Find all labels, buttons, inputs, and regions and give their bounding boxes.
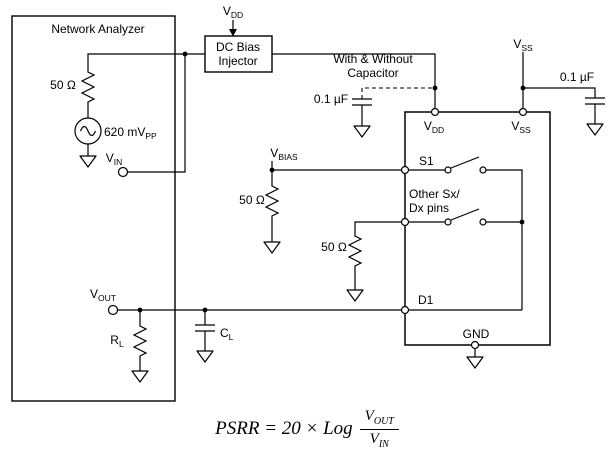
vss-supply-label: VSS: [513, 37, 533, 53]
junction-dots: [137, 51, 526, 313]
formula-lhs: PSRR = 20 × Log: [215, 418, 353, 439]
dut-gnd-pin-label: GND: [463, 327, 490, 341]
dut-vdd-pin-label: VDD: [424, 119, 444, 135]
dut-pin-d1: [400, 305, 410, 315]
dut-vss-pin-label: VSS: [511, 119, 531, 135]
ground-symbol: [196, 345, 214, 363]
vin-port: [117, 166, 129, 178]
resistor-otherpins-50ohm: [348, 231, 362, 273]
wire-optional-cap-dashed: [361, 87, 435, 99]
source-resistor-label: 50 Ω: [50, 78, 76, 92]
capacitor-cl: [194, 324, 216, 332]
ground-symbol: [346, 284, 364, 302]
dut-pin-gnd: [470, 340, 480, 350]
dc-bias-injector-box: [204, 35, 273, 73]
wires: [87, 20, 596, 366]
cl-label: CL: [220, 326, 234, 342]
ground-symbol: [263, 236, 281, 254]
network-analyzer-title: Network Analyzer: [51, 22, 144, 36]
dc-bias-injector-label-line1: DC Bias: [216, 40, 260, 54]
formula-fraction: VOUT VIN: [359, 408, 399, 450]
dut-d1-pin-label: D1: [418, 293, 434, 307]
dut-pin-other: [400, 217, 410, 227]
wire-vss-to-cap: [523, 87, 596, 98]
dut-s1-pin-label: S1: [419, 154, 434, 168]
resistor-vbias-50ohm: [265, 181, 279, 223]
vdd-supply-label: VDD: [223, 4, 243, 20]
dut-pin-vss: [518, 107, 528, 117]
cap-left-value-label: 0.1 µF: [314, 92, 348, 106]
bias-resistor2-label: 50 Ω: [321, 240, 347, 254]
wire-switch1-to-d1-bus: [486, 169, 523, 310]
dut-other-pins-label-line1: Other Sx/: [409, 187, 460, 201]
vin-label: VIN: [106, 151, 123, 167]
formula-denominator: VIN: [369, 430, 389, 450]
ground-symbol: [466, 351, 484, 369]
bias-resistor1-label: 50 Ω: [239, 193, 265, 207]
dc-bias-injector-label-line2: Injector: [218, 54, 257, 68]
vout-label: VOUT: [90, 287, 116, 303]
capacitor-vss-decoupling: [584, 97, 606, 105]
wire-vin-sense: [127, 54, 186, 173]
vout-port: [107, 304, 119, 316]
switch-s1-d1: [444, 156, 487, 174]
dut-other-pins-label-line2: Dx pins: [409, 201, 449, 215]
source-value-label: 620 mVPP: [104, 125, 157, 141]
cap-note-line2: Capacitor: [347, 66, 398, 80]
capacitor-vdd-decoupling: [351, 98, 373, 106]
cap-note-line1: With & Without: [333, 52, 413, 66]
rl-label: RL: [110, 333, 124, 349]
vdd-arrow-icon: [229, 29, 237, 37]
ground-symbol: [586, 118, 604, 136]
dut-pin-vdd: [430, 107, 440, 117]
switch-other-sx-dx: [444, 208, 487, 226]
cap-right-value-label: 0.1 µF: [560, 70, 594, 84]
ac-source: [74, 117, 102, 145]
formula-numerator: VOUT: [359, 408, 399, 430]
network-analyzer-box: [11, 15, 176, 402]
wire-r2-to-otherpins: [354, 221, 402, 232]
dut-pin-s1: [400, 165, 410, 175]
ground-symbol: [353, 120, 371, 138]
wire-source-to-junction: [87, 53, 185, 68]
vbias-label: VBIAS: [270, 146, 298, 162]
psrr-formula: PSRR = 20 × Log VOUT VIN: [0, 402, 614, 456]
